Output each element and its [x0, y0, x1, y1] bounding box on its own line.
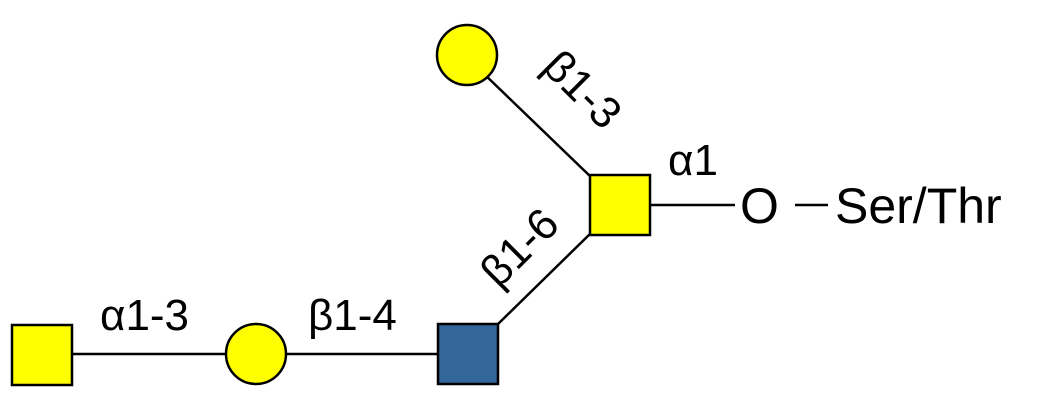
- bond-galnac-glcnac: [496, 231, 593, 326]
- linkage-label-middle: β1-4: [308, 291, 397, 340]
- linkage-label-terminal: α1-3: [100, 291, 189, 340]
- galnac-terminal-square: [10, 323, 74, 387]
- amino-acid-label: Ser/Thr: [835, 178, 1002, 234]
- galactose-middle-circle: [224, 322, 288, 386]
- bond-gal-galnac: [481, 71, 593, 179]
- linkage-label-top: β1-3: [533, 41, 631, 139]
- oxygen-label: O: [740, 178, 779, 234]
- galnac-core-square: [588, 173, 652, 237]
- linkage-label-branch: β1-6: [471, 199, 569, 297]
- glcnac-square: [436, 322, 500, 386]
- galactose-top-circle: [435, 23, 499, 87]
- linkage-label-core: α1: [668, 136, 718, 185]
